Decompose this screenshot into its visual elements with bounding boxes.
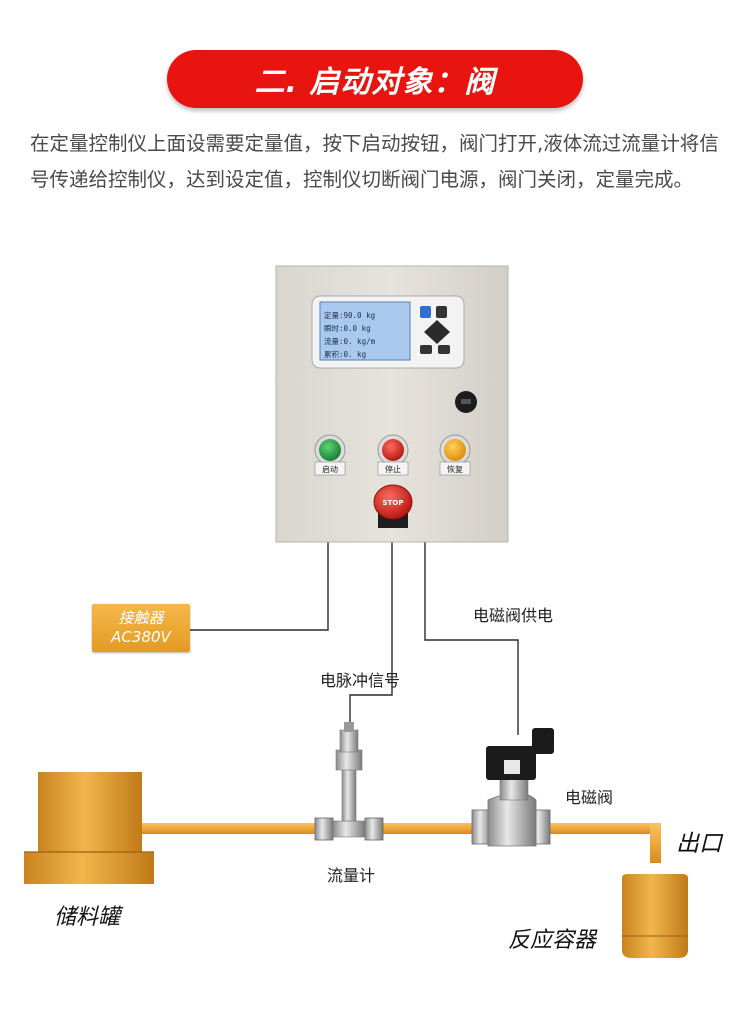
emergency-stop-button[interactable]: STOP [373, 484, 413, 528]
control-panel: 定量:90.0 kg 瞬时:0.0 kg 流量:0. kg/m 累积:0. kg… [275, 265, 509, 543]
pulse-signal-label: 电脉冲信号 [320, 671, 401, 690]
reactor-vessel [622, 874, 688, 958]
description-text: 在定量控制仪上面设需要定量值，按下启动按钮，阀门打开,液体流过流量计将信号传递给… [30, 132, 719, 191]
keypad[interactable] [420, 306, 450, 354]
start-button[interactable]: 启动 [314, 434, 346, 476]
start-button-label: 启动 [322, 464, 338, 474]
lcd-screen [319, 301, 411, 361]
lcd-line: 瞬时:0.0 kg [324, 323, 371, 333]
flowmeter-label: 流量计 [327, 866, 376, 885]
flowmeter [314, 722, 384, 841]
valve-power-label: 电磁阀供电 [473, 606, 554, 625]
lcd-line: 定量:90.0 kg [324, 310, 375, 320]
lcd-line: 流量:0. kg/m [324, 336, 376, 346]
contactor-box: 接触器 AC380V [92, 604, 190, 652]
reset-button[interactable]: 恢复 [439, 434, 471, 476]
stop-button[interactable]: 停止 [377, 434, 409, 476]
outlet-label: 出口 [676, 831, 722, 857]
reset-button-label: 恢复 [447, 464, 463, 474]
contactor-label: 接触器 [118, 609, 164, 627]
storage-tank-label: 储料罐 [54, 905, 121, 930]
stop-button-label: 停止 [385, 464, 401, 474]
reactor-label: 反应容器 [508, 928, 597, 953]
pipeline [140, 823, 661, 863]
solenoid-valve-label: 电磁阀 [565, 788, 614, 807]
estop-label: STOP [383, 499, 404, 507]
solenoid-valve [471, 728, 554, 847]
lcd-line: 累积:0. kg [324, 349, 366, 359]
contactor-voltage: AC380V [111, 628, 171, 646]
storage-tank [24, 772, 154, 884]
section-title: 二. 启动对象：阀 [254, 65, 496, 100]
signal-wires [190, 541, 519, 735]
section-title-banner: 二. 启动对象：阀 [167, 50, 583, 108]
